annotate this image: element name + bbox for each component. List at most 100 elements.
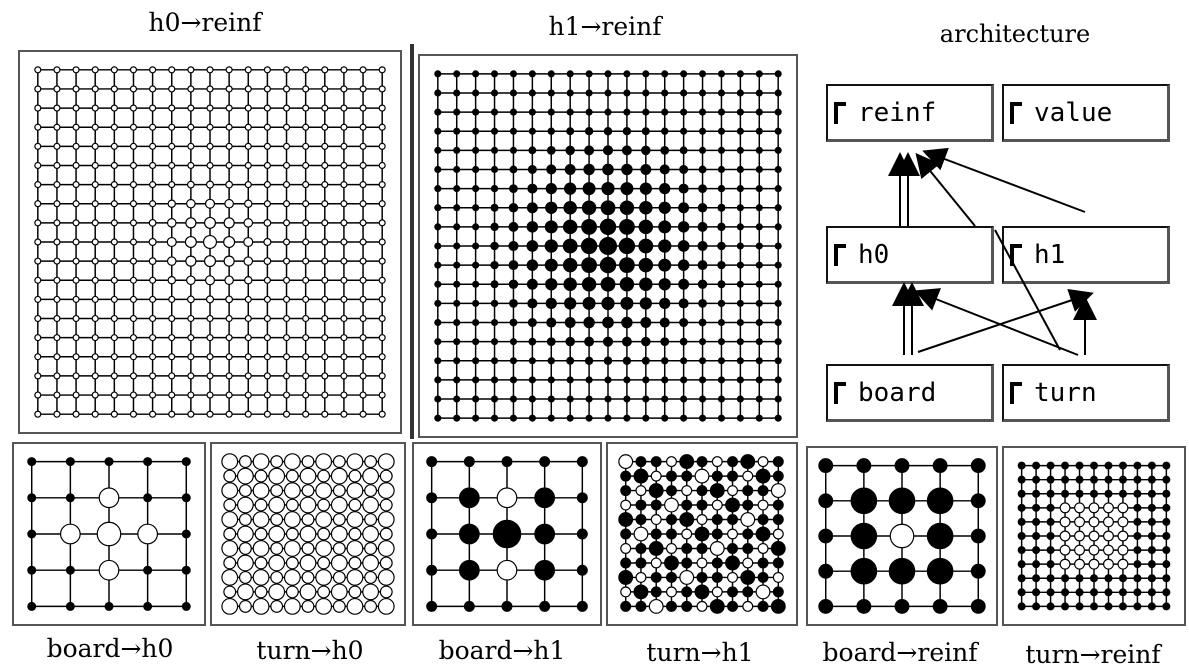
weight-node [1118, 574, 1127, 583]
weight-node [757, 485, 769, 497]
weight-node [244, 276, 253, 285]
weight-node [1088, 558, 1100, 570]
weight-node [490, 184, 499, 193]
weight-node [72, 161, 80, 170]
weight-node [698, 357, 707, 365]
weight-node [709, 483, 725, 498]
weight-node [299, 554, 317, 572]
weight-node [584, 127, 594, 136]
node-value[interactable]: value [1002, 84, 1170, 142]
weight-node [698, 89, 707, 97]
weight-node [508, 202, 519, 213]
weight-node [340, 334, 348, 342]
weight-node [321, 391, 329, 399]
weight-node [110, 161, 118, 170]
weight-node [453, 414, 461, 422]
weight-node [332, 455, 346, 469]
weight-node [563, 277, 577, 292]
weight-node [621, 145, 632, 156]
weight-node [623, 108, 631, 116]
weight-node [650, 571, 662, 583]
weight-node [633, 526, 649, 542]
weight-node [168, 391, 176, 399]
weight-node [34, 142, 42, 150]
weight-node [698, 184, 707, 193]
weight-node [244, 85, 252, 93]
weight-node [1017, 560, 1026, 569]
weight-node [1147, 503, 1156, 512]
weight-node [129, 353, 138, 361]
weight-node [149, 181, 157, 189]
weight-node [110, 104, 118, 112]
weight-node [268, 554, 286, 572]
weight-node [346, 569, 364, 586]
node-h0[interactable]: h0 [826, 226, 994, 284]
weight-node [359, 314, 367, 323]
weight-node [129, 372, 138, 380]
panel-turn-h1 [606, 442, 798, 626]
weight-node [263, 85, 271, 93]
weight-node [283, 540, 301, 557]
weight-node [650, 499, 662, 511]
weight-node [717, 108, 726, 116]
weight-node [711, 456, 723, 468]
weight-node [143, 457, 153, 467]
weight-node [526, 221, 539, 233]
weight-node [378, 295, 386, 303]
weight-node [642, 414, 650, 422]
weight-node [660, 337, 670, 347]
weight-node [268, 525, 286, 543]
weight-node [1118, 588, 1127, 597]
weight-node [340, 257, 348, 265]
weight-node [340, 104, 348, 112]
weight-node [583, 316, 595, 329]
weight-node [330, 583, 348, 601]
weight-node [270, 513, 284, 526]
weight-node [661, 89, 669, 97]
weight-node [330, 554, 348, 572]
weight-node [889, 523, 915, 549]
weight-node [1017, 461, 1026, 470]
weight-node [378, 104, 386, 112]
weight-node [642, 70, 650, 78]
weight-node [377, 540, 395, 557]
weight-node [680, 89, 688, 97]
weight-node [1046, 503, 1055, 512]
panel-turn-h0 [210, 442, 406, 626]
weight-node [638, 257, 654, 273]
weight-node [650, 456, 662, 468]
weight-node [98, 559, 120, 581]
weight-node [1102, 502, 1114, 514]
weight-node [584, 356, 594, 365]
weight-node [317, 469, 331, 483]
weight-node [774, 223, 782, 231]
weight-node [346, 597, 364, 615]
node-board[interactable]: board [826, 364, 994, 422]
weight-node [270, 484, 284, 498]
weight-node [244, 123, 252, 131]
weight-node [321, 161, 329, 170]
weight-node [736, 414, 744, 422]
node-reinf[interactable]: reinf [826, 84, 994, 142]
weight-node [619, 218, 635, 235]
weight-node [774, 89, 782, 97]
weight-node [221, 511, 239, 528]
node-turn[interactable]: turn [1002, 364, 1170, 422]
weight-node [623, 376, 631, 384]
weight-node [53, 200, 61, 208]
weight-node [168, 353, 176, 361]
weight-node [472, 165, 480, 174]
weight-node [378, 276, 386, 284]
weight-node [359, 161, 367, 170]
weight-node [666, 470, 677, 482]
weight-node [696, 456, 708, 468]
weight-node [315, 569, 333, 586]
weight-node [1117, 516, 1129, 528]
weight-node [187, 334, 195, 342]
weight-node [1061, 602, 1070, 611]
node-h1[interactable]: h1 [1002, 226, 1170, 284]
weight-node [221, 482, 239, 499]
weight-node [137, 523, 159, 545]
weight-node [1059, 530, 1071, 542]
weight-node [736, 89, 744, 97]
